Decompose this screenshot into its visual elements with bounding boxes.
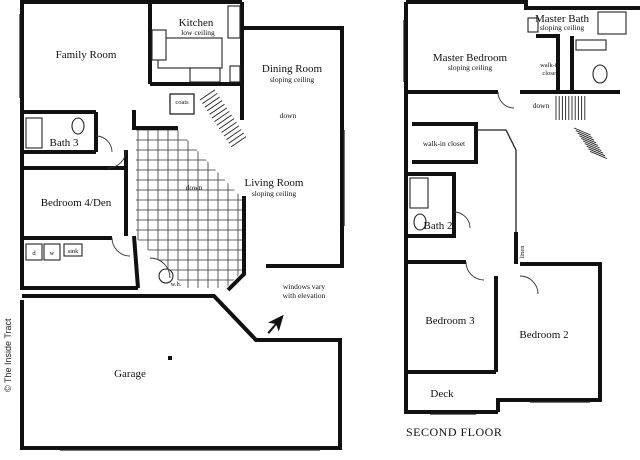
kitchen-island bbox=[157, 37, 223, 69]
master-suite-wall bbox=[524, 0, 640, 10]
living-west-wall bbox=[226, 196, 246, 292]
master-bath-note: sloping ceiling bbox=[540, 23, 585, 32]
second-floor: Master Bedroom sloping ceiling Master Ba… bbox=[403, 0, 640, 439]
kitchen-sink bbox=[151, 29, 167, 61]
kitchen-range bbox=[189, 67, 221, 83]
laundry-sink bbox=[63, 243, 83, 257]
entry-wall bbox=[132, 110, 178, 130]
bedroom3-label: Bedroom 3 bbox=[425, 315, 475, 327]
bath3-toilet bbox=[71, 117, 85, 135]
bath3-tub bbox=[25, 117, 43, 149]
living-room-label: Living Room bbox=[245, 177, 304, 189]
windows-note-line2: with elevation bbox=[283, 291, 326, 300]
bedroom3-door bbox=[465, 261, 485, 281]
garage-post bbox=[168, 356, 172, 360]
master-closet-label-1: walk-in bbox=[540, 62, 561, 69]
laundry-door bbox=[111, 237, 131, 257]
down-label-lower: down bbox=[186, 183, 203, 192]
hall-rail bbox=[478, 129, 517, 232]
coats-closet bbox=[169, 93, 195, 115]
master-tub bbox=[597, 11, 627, 35]
kitchen-note: low ceiling bbox=[181, 28, 215, 37]
garage-wall bbox=[20, 294, 342, 450]
garage-entry-door bbox=[149, 257, 171, 279]
down-label-second: down bbox=[533, 101, 550, 110]
garage-label: Garage bbox=[114, 368, 146, 380]
dining-room-note: sloping ceiling bbox=[270, 75, 315, 84]
second-floor-stairs bbox=[555, 96, 607, 159]
entry-tile-floor bbox=[134, 128, 244, 290]
master-bath-label: Master Bath bbox=[535, 13, 590, 25]
credit-text: © The Inside Tract bbox=[3, 318, 13, 392]
bath2-door bbox=[453, 211, 471, 229]
bedroom2-outer-wall bbox=[496, 262, 602, 412]
master-vanity bbox=[575, 39, 607, 51]
bath3-door bbox=[95, 135, 113, 153]
sink-label: sink bbox=[68, 248, 80, 255]
master-bedroom-note: sloping ceiling bbox=[448, 63, 493, 72]
north-arrow-icon bbox=[267, 314, 284, 334]
washer-label: w bbox=[50, 250, 55, 257]
master-bedroom-label: Master Bedroom bbox=[433, 52, 508, 64]
bath2-label: Bath 2 bbox=[423, 220, 452, 232]
master-shower bbox=[527, 17, 539, 33]
family-room-label: Family Room bbox=[56, 49, 117, 61]
first-floor: coats d w sink w.h. Family Room Kitchen … bbox=[19, 0, 345, 451]
dryer bbox=[25, 243, 43, 261]
second-floor-outer-wall-left bbox=[404, 2, 498, 414]
master-closet-label-2: closet bbox=[542, 70, 557, 77]
bedroom2-door bbox=[519, 275, 539, 295]
master-closet-wall bbox=[536, 34, 560, 92]
living-room-note: sloping ceiling bbox=[252, 189, 297, 198]
first-floor-outer-wall bbox=[20, 0, 138, 290]
bath2-toilet bbox=[413, 213, 427, 231]
walkin-closet-wall bbox=[412, 122, 478, 164]
pantry bbox=[229, 65, 241, 83]
refrigerator bbox=[227, 5, 241, 39]
down-label-upper: down bbox=[280, 111, 297, 120]
coats-label: coats bbox=[175, 99, 189, 106]
living-room-outer-wall bbox=[242, 26, 344, 268]
entry-south-wall bbox=[132, 235, 140, 289]
linen-label: linen bbox=[519, 245, 526, 259]
bedroom2-label: Bedroom 2 bbox=[519, 329, 568, 341]
walkin-closet-label: walk-in closet bbox=[423, 139, 466, 148]
bath2-tub bbox=[409, 177, 429, 209]
bedroom4-label: Bedroom 4/Den bbox=[41, 197, 112, 209]
water-heater-label: w.h. bbox=[171, 281, 182, 288]
washer bbox=[43, 243, 61, 261]
dining-room-label: Dining Room bbox=[262, 63, 323, 75]
master-toilet bbox=[592, 64, 608, 84]
windows-note-line1: windows vary bbox=[283, 282, 326, 291]
deck-label: Deck bbox=[430, 388, 454, 400]
second-floor-caption: SECOND FLOOR bbox=[406, 425, 502, 439]
kitchen-label: Kitchen bbox=[179, 17, 214, 29]
bath2-wall bbox=[406, 172, 456, 238]
first-floor-stairs bbox=[199, 89, 247, 148]
dryer-label: d bbox=[32, 250, 36, 257]
master-bedroom-door bbox=[497, 91, 515, 109]
bath3-label: Bath 3 bbox=[49, 137, 79, 149]
bedroom4-door bbox=[107, 149, 127, 169]
